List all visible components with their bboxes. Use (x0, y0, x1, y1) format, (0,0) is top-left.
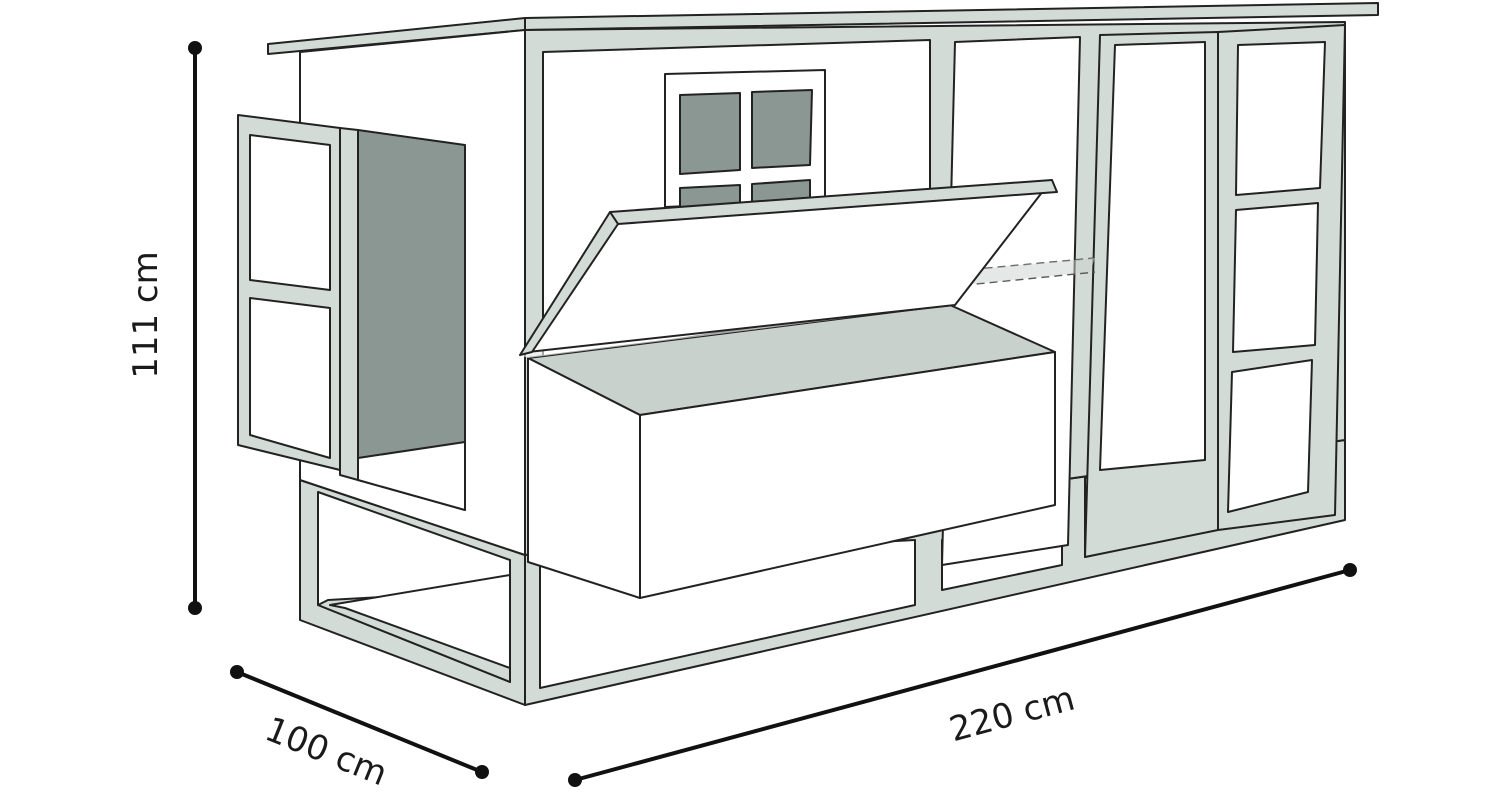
length-dimension (568, 563, 1357, 787)
depth-dimension (230, 665, 489, 779)
height-dimension (188, 41, 202, 615)
length-label: 220 cm (945, 679, 1079, 751)
nesting-box-lid (519, 179, 1058, 356)
depth-label: 100 cm (260, 709, 393, 794)
open-side-door (237, 114, 341, 471)
front-window (664, 69, 826, 213)
height-label: 111 cm (126, 251, 166, 379)
side-door-frame (339, 127, 359, 481)
roof (267, 2, 1379, 55)
